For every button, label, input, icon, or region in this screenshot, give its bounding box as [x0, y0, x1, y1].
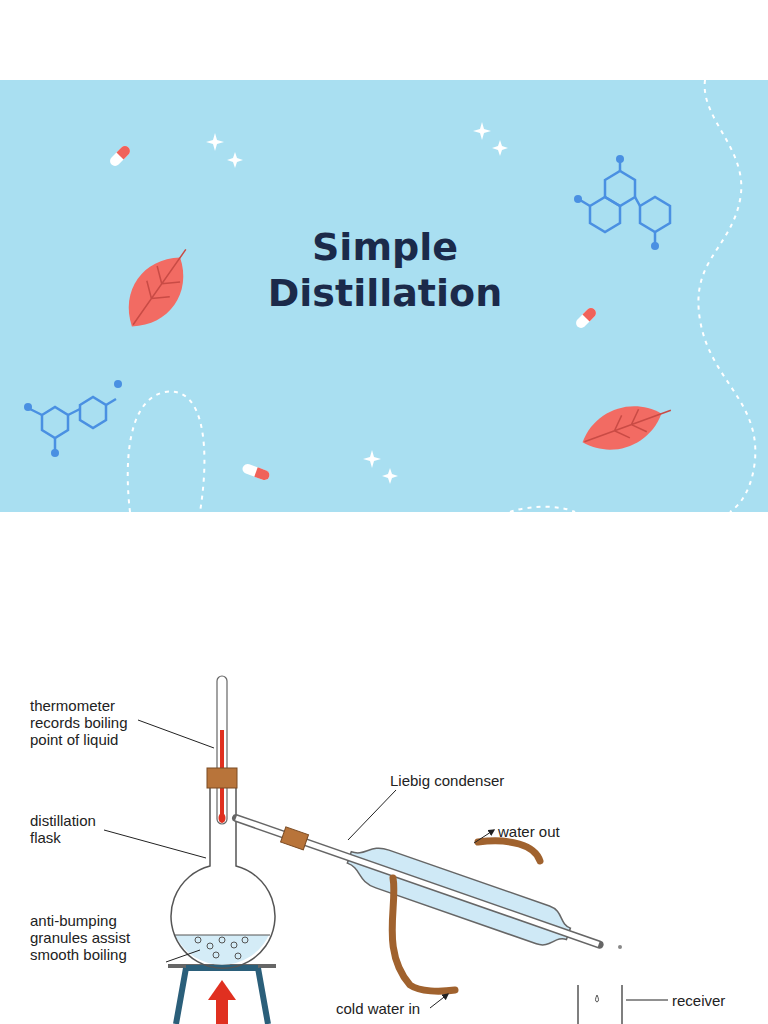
molecule-atoms — [24, 155, 659, 457]
banner — [0, 80, 768, 512]
part-label: receiver — [672, 992, 762, 1009]
part-label: cold water in — [336, 1000, 446, 1017]
title: Simple Distillation — [249, 224, 521, 316]
part-label: water out — [498, 823, 588, 840]
part-label: Liebig condenser — [390, 772, 520, 789]
part-label: anti-bumping granules assist smooth boil… — [30, 912, 138, 963]
leaves — [113, 236, 677, 460]
receiver — [578, 945, 622, 1024]
dashed-curve — [128, 391, 205, 512]
liebig-condenser — [229, 799, 606, 963]
dashed-curve — [510, 507, 575, 512]
dashed-curve — [698, 80, 755, 512]
thermometer — [207, 676, 237, 824]
molecule — [30, 159, 670, 450]
part-label: thermometer records boiling point of liq… — [30, 697, 142, 748]
water-tubes — [392, 841, 540, 991]
leader-lines — [104, 720, 668, 1008]
heater — [168, 966, 276, 1024]
part-label: distillation flask — [30, 812, 120, 846]
pills — [108, 144, 598, 482]
